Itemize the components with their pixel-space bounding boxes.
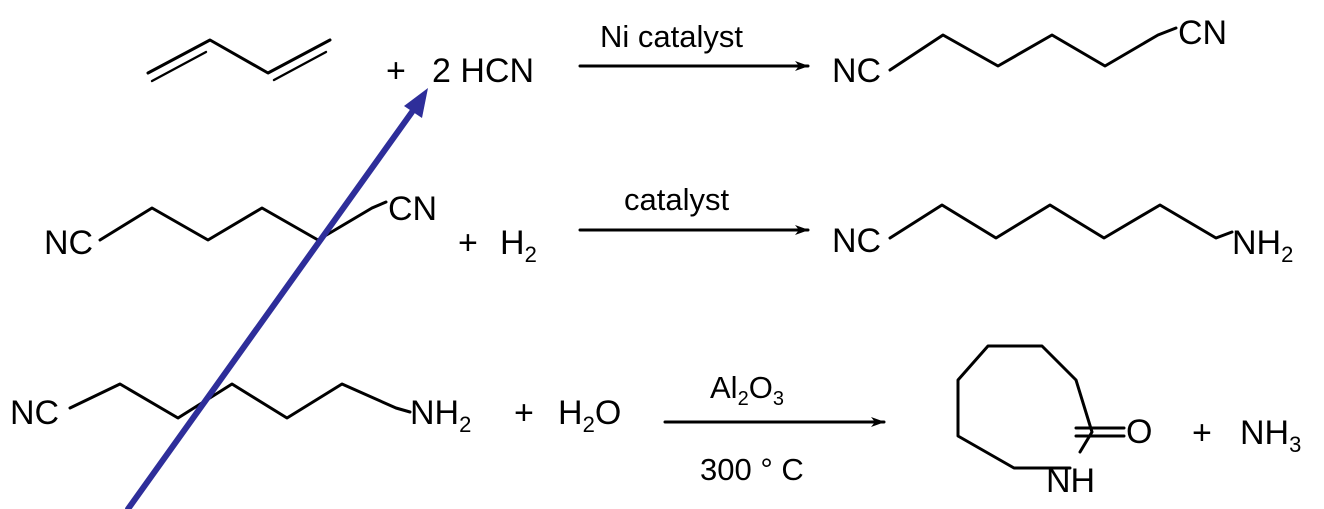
annotation-arrow (125, 88, 428, 509)
aminonitrile-reactant-chain (68, 382, 412, 420)
reaction3-condition-temperature: 300 ° C (700, 452, 804, 487)
adiponitrile-reactant-cn: CN (388, 190, 437, 228)
aminonitrile-product-nc: NC (832, 222, 881, 260)
reaction1-condition: Ni catalyst (600, 19, 743, 54)
reaction2-condition: catalyst (624, 182, 729, 217)
adiponitrile-chain (888, 26, 1178, 72)
water-reagent: H2O (558, 394, 621, 437)
caprolactam-ring (956, 344, 1126, 470)
butadiene-structure (146, 38, 332, 83)
caprolactam-oxygen: O (1126, 413, 1152, 451)
adiponitrile-product-nc: NC (832, 52, 881, 90)
aminonitrile-reactant-nc: NC (10, 394, 59, 432)
aminonitrile-reactant-nh2: NH2 (410, 394, 471, 437)
adiponitrile-reactant-chain (98, 200, 388, 242)
hydrogen-reagent: H2 (500, 224, 537, 267)
reaction2-plus: + (458, 224, 478, 262)
reaction3-plus-byproduct: + (1192, 414, 1212, 452)
hcn-reagent: 2 HCN (432, 52, 534, 90)
adiponitrile-product-cn: CN (1178, 14, 1227, 52)
reaction3-condition-catalyst: Al2O3 (710, 370, 784, 410)
aminonitrile-product-chain (888, 203, 1234, 240)
aminonitrile-product-nh2: NH2 (1232, 224, 1293, 267)
adiponitrile-reactant-nc: NC (44, 224, 93, 262)
ammonia-byproduct: NH3 (1240, 414, 1301, 457)
reaction3-plus: + (514, 394, 534, 432)
caprolactam-nh: NH (1046, 462, 1095, 500)
reaction1-plus: + (386, 52, 406, 90)
